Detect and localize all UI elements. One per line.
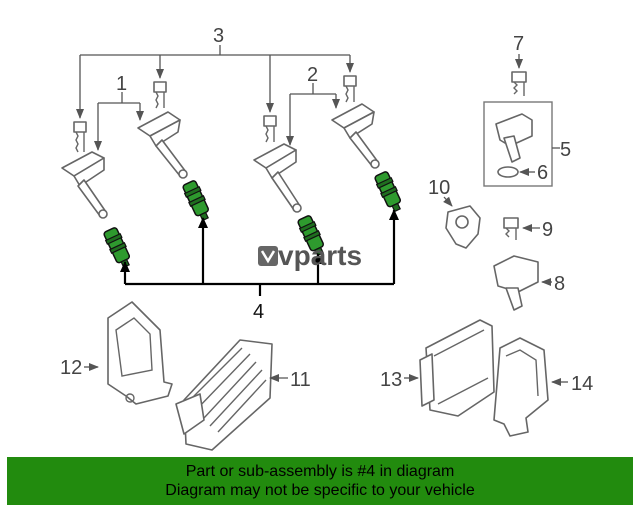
bolt-icon <box>73 121 87 153</box>
callout-8: 8 <box>554 273 565 295</box>
callout-12: 12 <box>60 357 82 379</box>
injector-highlighted-icon[interactable] <box>373 170 404 213</box>
callout-5: 5 <box>560 139 571 161</box>
vparts-logo: vparts <box>258 240 362 271</box>
injector-highlighted-icon[interactable] <box>181 179 212 222</box>
callout-3: 3 <box>213 25 224 47</box>
parts-diagram: 3 1 2 <box>60 25 593 451</box>
injector-highlighted-icon[interactable] <box>102 226 133 269</box>
ignition-coil-icon <box>253 143 302 213</box>
sensor-icon <box>493 255 539 311</box>
ignition-coil-icon <box>61 151 108 219</box>
callout-6: 6 <box>537 162 548 184</box>
banner-line-1: Part or sub-assembly is #4 in diagram <box>185 463 455 480</box>
callout-9: 9 <box>542 219 553 241</box>
callout-14: 14 <box>571 373 593 395</box>
callout-11: 11 <box>290 369 311 391</box>
banner-line-2: Diagram may not be specific to your vehi… <box>165 482 475 499</box>
callout-13: 13 <box>380 369 402 391</box>
callout-10: 10 <box>428 177 450 199</box>
info-banner: Part or sub-assembly is #4 in diagram Di… <box>7 457 633 505</box>
svg-text:vparts: vparts <box>278 240 362 271</box>
bolt-icon <box>503 217 519 240</box>
control-module-icon <box>419 319 495 417</box>
injector-highlighted-icon[interactable] <box>296 214 327 257</box>
bolt-icon <box>343 75 357 103</box>
bolt-icon <box>153 81 167 109</box>
callout-4: 4 <box>253 301 264 323</box>
callout-3-leader <box>76 45 354 119</box>
callout-4-leader <box>120 209 399 296</box>
ignition-coil-icon <box>331 103 380 169</box>
callout-1: 1 <box>116 73 127 95</box>
ecm-icon <box>175 339 273 451</box>
bracket-icon <box>107 301 173 405</box>
callout-7: 7 <box>513 33 524 55</box>
bolt-icon <box>263 115 277 143</box>
sensor-box <box>483 101 553 187</box>
callout-2-leader <box>286 83 340 146</box>
ignition-coil-icon <box>137 111 188 179</box>
callout-1-leader <box>94 92 144 151</box>
knock-sensor-icon <box>445 205 481 249</box>
bracket-icon <box>493 337 549 437</box>
callout-2: 2 <box>307 64 318 86</box>
bolt-icon <box>511 71 527 96</box>
